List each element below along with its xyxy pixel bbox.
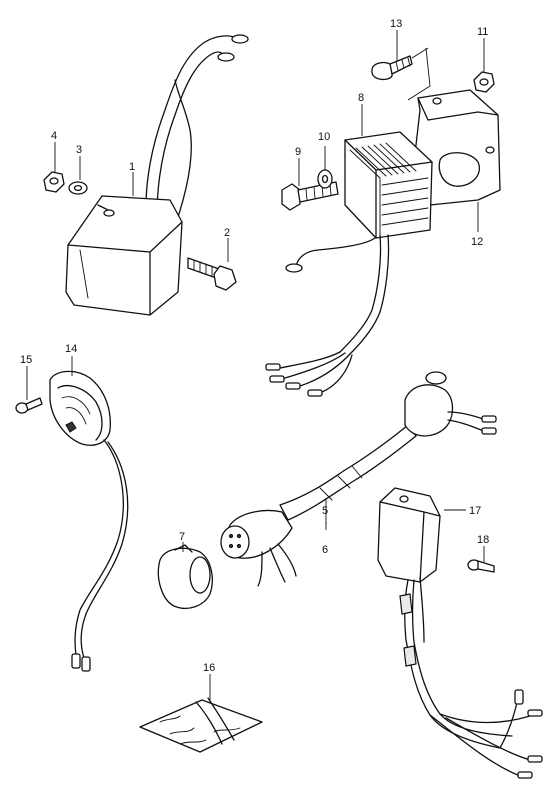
callout-11: 11 (477, 26, 488, 38)
part-11-nut (473, 71, 495, 93)
part-1-coil (65, 34, 249, 316)
part-12-bracket (411, 89, 501, 206)
callout-2: 2 (224, 227, 230, 239)
part-18-screw (467, 559, 495, 573)
callout-12: 12 (471, 236, 483, 248)
callout-16: 16 (203, 662, 215, 674)
callout-18: 18 (477, 534, 489, 546)
callout-7: 7 (179, 531, 185, 543)
callout-5-6-separator: · (324, 517, 328, 529)
part-15-screw (15, 397, 43, 414)
callout-4: 4 (51, 130, 57, 142)
callout-10: 10 (318, 131, 330, 143)
part-14-pulser (49, 370, 129, 672)
callout-6: 6 (322, 544, 328, 556)
callout-14: 14 (65, 343, 77, 355)
callout-13: 13 (390, 18, 402, 30)
callout-labels: 1 2 3 4 5 · 6 7 8 9 10 11 12 13 14 15 16… (20, 18, 489, 674)
part-8-regulator (265, 131, 433, 397)
part-7-cap (157, 544, 213, 609)
part-3-washer (68, 181, 88, 195)
callout-17: 17 (469, 505, 481, 517)
callout-1: 1 (129, 161, 135, 173)
leader-lines (26, 30, 485, 702)
part-13-screw (371, 55, 413, 81)
part-5-6-harness (220, 371, 497, 587)
part-4-nut (43, 171, 65, 193)
part-17-cdi (377, 487, 543, 779)
part-2-bolt (187, 257, 237, 291)
part-10-washer (317, 169, 333, 189)
callout-15: 15 (20, 354, 32, 366)
callout-8: 8 (358, 92, 364, 104)
callout-5: 5 (322, 505, 328, 517)
callout-3: 3 (76, 144, 82, 156)
callout-9: 9 (295, 146, 301, 158)
part-16-bag (139, 697, 263, 753)
